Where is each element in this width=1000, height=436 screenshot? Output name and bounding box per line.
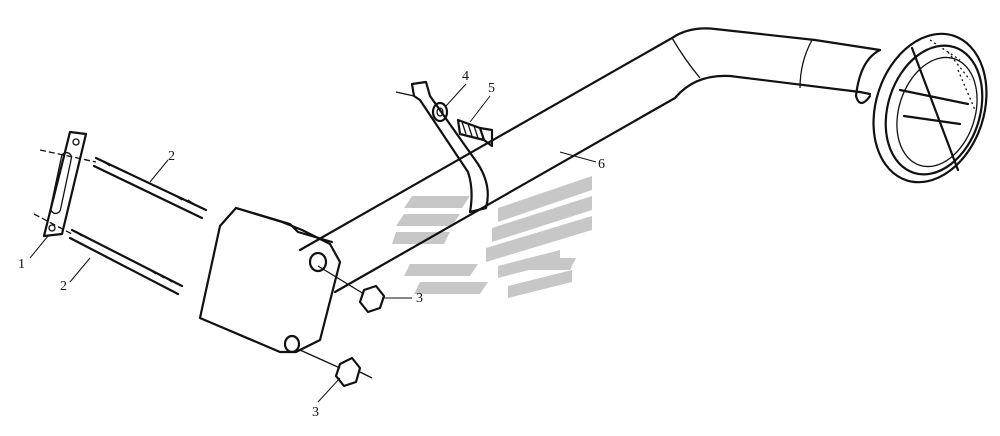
washer [431,101,449,123]
nut-lower [299,349,373,388]
callout-1: 1 [18,257,25,272]
callout-4: 4 [462,69,469,84]
pipe-flange [198,206,342,354]
callout-5: 5 [488,81,495,96]
callout-2-lower: 2 [60,279,67,294]
gasket [42,130,88,238]
callout-3-upper: 3 [416,291,423,306]
stud-upper [39,149,208,220]
callout-2-upper: 2 [168,149,175,164]
oil-strainer [854,32,988,184]
watermark-logo [392,176,592,298]
oil-pipe [298,27,882,294]
bolt [456,118,494,148]
stud-lower [33,213,184,296]
nut-upper [317,265,386,314]
callout-6: 6 [598,157,605,172]
support-bracket [395,80,489,214]
callout-3-lower: 3 [312,405,319,420]
leader-lines [29,83,597,403]
